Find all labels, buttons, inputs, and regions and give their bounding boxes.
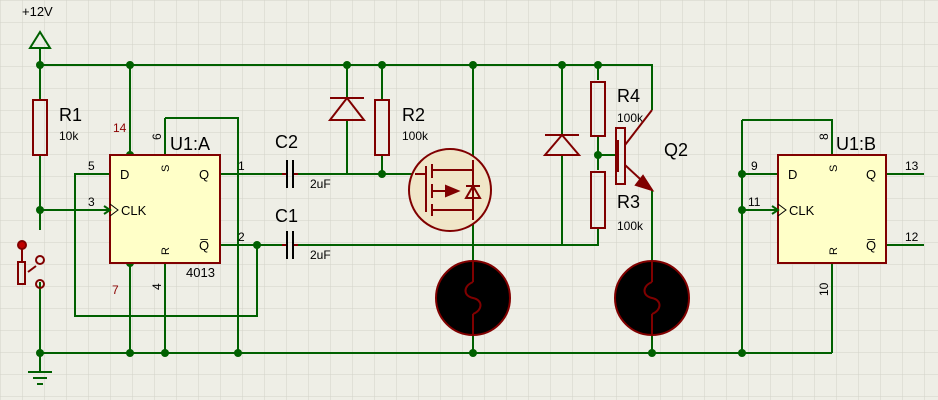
mosfet	[408, 148, 492, 232]
r3-ref: R3	[617, 192, 640, 212]
u1b-ref: U1:B	[836, 134, 876, 154]
u1a-pin-qbar-label: Q̅	[199, 238, 209, 253]
u1a-pin-s-label: S	[160, 165, 172, 172]
u1a-pin-q-label: Q	[199, 167, 209, 182]
u1a-pin-r-label: R	[160, 247, 172, 255]
u1a-pin-s-num: 6	[150, 133, 164, 140]
supply-label: +12V	[22, 4, 53, 19]
diode-2	[542, 133, 582, 156]
lamp-2	[614, 260, 690, 336]
resistor-r4: R4 100k	[590, 81, 644, 137]
capacitor-c1: C1 2uF	[275, 206, 331, 262]
u1a-pin-vdd-num: 14	[113, 121, 127, 135]
u1b-pin-r-label: R	[828, 247, 840, 255]
r4-ref: R4	[617, 86, 640, 106]
capacitor-c2: C2 2uF	[275, 132, 331, 191]
resistor-r2: R2 100k	[374, 99, 429, 156]
r2-value: 100k	[402, 129, 429, 143]
ground-symbol	[28, 371, 52, 385]
u1a-pin-d-label: D	[120, 167, 129, 182]
u1a-part: 4013	[186, 265, 215, 280]
u1a-pin-qbar-num: 2	[238, 230, 245, 244]
c1-ref: C1	[275, 206, 298, 226]
u1b-pin-d-label: D	[788, 167, 797, 182]
u1a-pin-d-num: 5	[88, 159, 95, 173]
c1-value: 2uF	[310, 248, 331, 262]
c2-value: 2uF	[310, 177, 331, 191]
u1b-pin-clk-num: 11	[748, 195, 761, 209]
q2-ref: Q2	[664, 140, 688, 160]
transistor-q2	[615, 109, 655, 192]
u1b-pin-clk-label: CLK	[789, 203, 815, 218]
chip-u1b: U1:B D CLK S R Q Q̅ 8 9 11 13 12 10	[748, 133, 919, 296]
u1b-pin-q-label: Q	[866, 167, 876, 182]
resistor-r3: R3 100k	[590, 171, 644, 233]
u1b-pin-d-num: 9	[751, 159, 758, 173]
resistor-r1: R1 10k	[32, 99, 82, 156]
u1a-pin-vss-num: 7	[112, 283, 119, 297]
u1b-pin-s-num: 8	[817, 133, 831, 140]
r1-value: 10k	[59, 129, 79, 143]
chip-u1a: U1:A 4013 D CLK S R Q Q̅ 14 6 5 3 1 2 4 …	[88, 121, 245, 297]
u1a-pin-r-num: 4	[150, 283, 164, 290]
u1b-pin-q-num: 13	[905, 159, 919, 173]
r3-value: 100k	[617, 219, 644, 233]
u1b-pin-qbar-num: 12	[905, 230, 919, 244]
u1a-pin-clk-label: CLK	[121, 203, 147, 218]
lamp-1	[435, 260, 511, 336]
u1b-pin-s-label: S	[828, 165, 840, 172]
u1a-ref: U1:A	[170, 134, 210, 154]
push-button	[17, 240, 45, 289]
c2-ref: C2	[275, 132, 298, 152]
u1b-pin-qbar-label: Q̅	[866, 238, 876, 253]
diode-1	[327, 96, 367, 121]
r2-ref: R2	[402, 105, 425, 125]
supply-terminal-symbol	[28, 30, 52, 49]
r4-value: 100k	[617, 111, 644, 125]
u1b-pin-r-num: 10	[817, 282, 831, 296]
u1a-pin-clk-num: 3	[88, 195, 95, 209]
u1a-pin-q-num: 1	[238, 159, 245, 173]
junction-dots	[36, 61, 746, 357]
r1-ref: R1	[59, 105, 82, 125]
